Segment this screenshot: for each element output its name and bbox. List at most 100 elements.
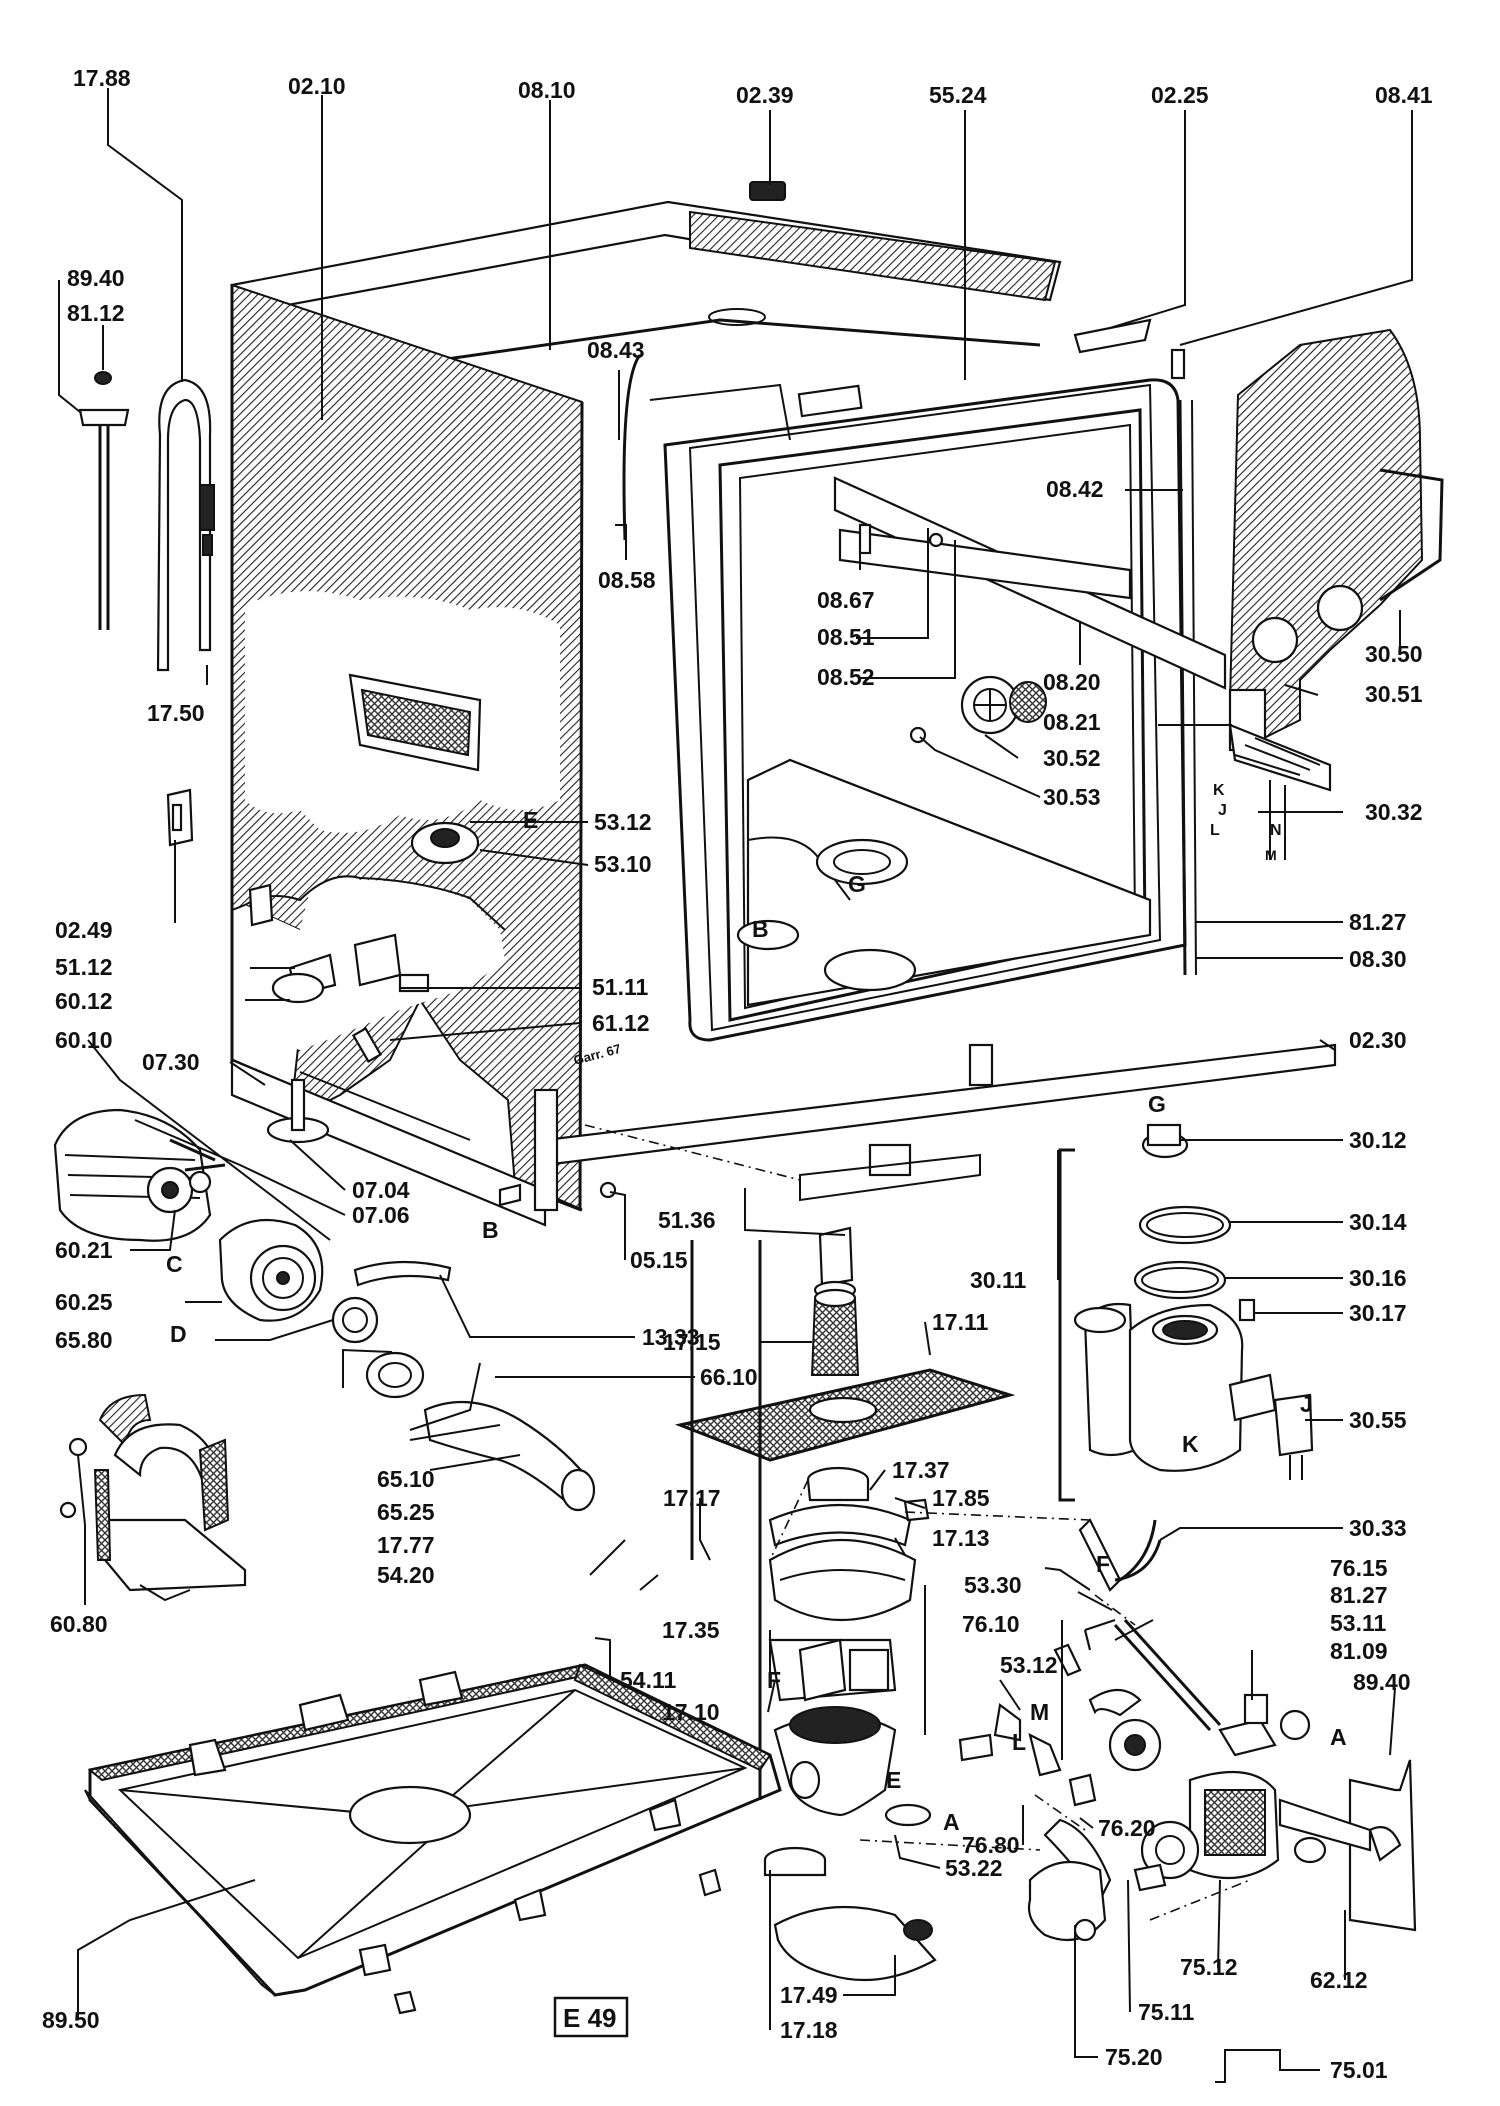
label-30-16: 30.16: [1349, 1265, 1407, 1291]
dash-lines: [584, 1124, 1251, 1921]
label-81-09: 81.09: [1330, 1638, 1388, 1664]
letter-j1: J: [1218, 802, 1227, 819]
label-17-88: 17.88: [73, 65, 131, 91]
letter-e1: E: [523, 807, 538, 833]
letter-f1: F: [1096, 1551, 1110, 1577]
label-62-12: 62.12: [1310, 1967, 1368, 1993]
water-softener-assembly: [1058, 1123, 1314, 1582]
label-02-30: 02.30: [1349, 1027, 1407, 1053]
label-75-11: 75.11: [1138, 1999, 1194, 2025]
label-17-18: 17.18: [780, 2017, 838, 2043]
label-30-50: 30.50: [1365, 641, 1423, 667]
label-65-10: 65.10: [377, 1466, 435, 1492]
label-76-15: 76.15: [1330, 1555, 1388, 1581]
letter-j2: J: [1300, 1391, 1313, 1417]
label-81-27a: 81.27: [1349, 909, 1407, 935]
label-08-30: 08.30: [1349, 946, 1407, 972]
letter-a1: A: [943, 1809, 960, 1835]
label-53-12b: 53.12: [1000, 1652, 1058, 1678]
label-17-13: 17.13: [932, 1525, 990, 1551]
label-60-80: 60.80: [50, 1611, 108, 1637]
label-08-20: 08.20: [1043, 669, 1101, 695]
label-51-36: 51.36: [658, 1207, 716, 1233]
label-61-12: 61.12: [592, 1010, 650, 1036]
label-53-12a: 53.12: [594, 809, 652, 835]
label-17-77: 17.77: [377, 1532, 435, 1558]
label-30-17: 30.17: [1349, 1300, 1407, 1326]
label-89-50: 89.50: [42, 2007, 100, 2033]
base-tray: [84, 1663, 782, 2015]
label-53-30: 53.30: [964, 1572, 1022, 1598]
letter-b2: B: [482, 1217, 499, 1243]
label-60-25: 60.25: [55, 1289, 113, 1315]
control-panel-assembly: [1228, 328, 1444, 860]
label-02-49: 02.49: [55, 917, 113, 943]
label-30-33: 30.33: [1349, 1515, 1407, 1541]
label-30-53: 30.53: [1043, 784, 1101, 810]
label-53-11: 53.11: [1330, 1610, 1386, 1636]
drain-valve-assembly: [958, 1518, 1417, 1942]
label-17-17: 17.17: [663, 1485, 721, 1511]
label-17-15: 17.15: [663, 1329, 721, 1355]
letter-g2: G: [1148, 1091, 1166, 1117]
letter-m2: M: [1030, 1699, 1049, 1725]
label-17-11: 17.11: [932, 1309, 988, 1335]
label-76-20: 76.20: [1098, 1815, 1156, 1841]
motor-bracket-assembly: [59, 1393, 247, 1602]
label-08-43: 08.43: [587, 337, 645, 363]
label-81-27b: 81.27: [1330, 1582, 1388, 1608]
label-66-10: 66.10: [700, 1364, 758, 1390]
label-08-21: 08.21: [1043, 709, 1101, 735]
label-53-10: 53.10: [594, 851, 652, 877]
label-30-12: 30.12: [1349, 1127, 1407, 1153]
label-02-39: 02.39: [736, 82, 794, 108]
label-30-51: 30.51: [1365, 681, 1423, 707]
label-89-40: 89.40: [67, 265, 125, 291]
letter-l2: L: [1012, 1729, 1026, 1755]
label-07-04: 07.04: [352, 1177, 410, 1203]
label-02-25: 02.25: [1151, 82, 1209, 108]
label-76-80: 76.80: [962, 1832, 1020, 1858]
letter-m1: M: [1265, 847, 1277, 863]
label-08-52: 08.52: [817, 664, 875, 690]
label-02-10: 02.10: [288, 73, 346, 99]
leader-lines: [58, 88, 1413, 2083]
label-65-80: 65.80: [55, 1327, 113, 1353]
label-08-67: 08.67: [817, 587, 875, 613]
label-76-10: 76.10: [962, 1611, 1020, 1637]
letter-c1: C: [166, 1251, 183, 1277]
label-55-24: 55.24: [929, 82, 987, 108]
label-89-40b: 89.40: [1353, 1669, 1411, 1695]
label-65-25: 65.25: [377, 1499, 435, 1525]
label-17-37: 17.37: [892, 1457, 950, 1483]
label-17-10: 17.10: [662, 1699, 720, 1725]
diagram-code-box: E 49: [553, 1996, 629, 2038]
label-75-12: 75.12: [1180, 1954, 1238, 1980]
letter-d1: D: [170, 1321, 187, 1347]
letter-a2: A: [1330, 1724, 1347, 1750]
part-number-labels: 17.88 02.10 08.10 02.39 55.24 02.25 08.4…: [42, 65, 1433, 2083]
label-08-10: 08.10: [518, 77, 576, 103]
label-17-35: 17.35: [662, 1617, 720, 1643]
connection-letters: E G B C D B G K J L N M K J F F E M L A …: [166, 782, 1347, 1835]
letter-n1: N: [1270, 822, 1282, 839]
cabinet-assembly: Garr. 67: [230, 200, 1337, 1227]
label-51-11: 51.11: [592, 974, 648, 1000]
label-17-85: 17.85: [932, 1485, 990, 1511]
label-08-41: 08.41: [1375, 82, 1433, 108]
letter-e2: E: [886, 1767, 901, 1793]
label-60-21: 60.21: [55, 1237, 113, 1263]
label-07-06: 07.06: [352, 1202, 410, 1228]
label-75-20: 75.20: [1105, 2044, 1163, 2070]
label-05-15: 05.15: [630, 1247, 688, 1273]
label-54-11: 54.11: [620, 1667, 676, 1693]
label-17-49: 17.49: [780, 1982, 838, 2008]
label-30-32: 30.32: [1365, 799, 1423, 825]
pump-motor-assembly: [53, 883, 617, 1512]
drain-hose: [1083, 1539, 1162, 1651]
label-30-52: 30.52: [1043, 745, 1101, 771]
letter-k1: K: [1213, 782, 1225, 799]
label-75-01: 75.01: [1330, 2057, 1388, 2083]
label-81-12: 81.12: [67, 300, 125, 326]
